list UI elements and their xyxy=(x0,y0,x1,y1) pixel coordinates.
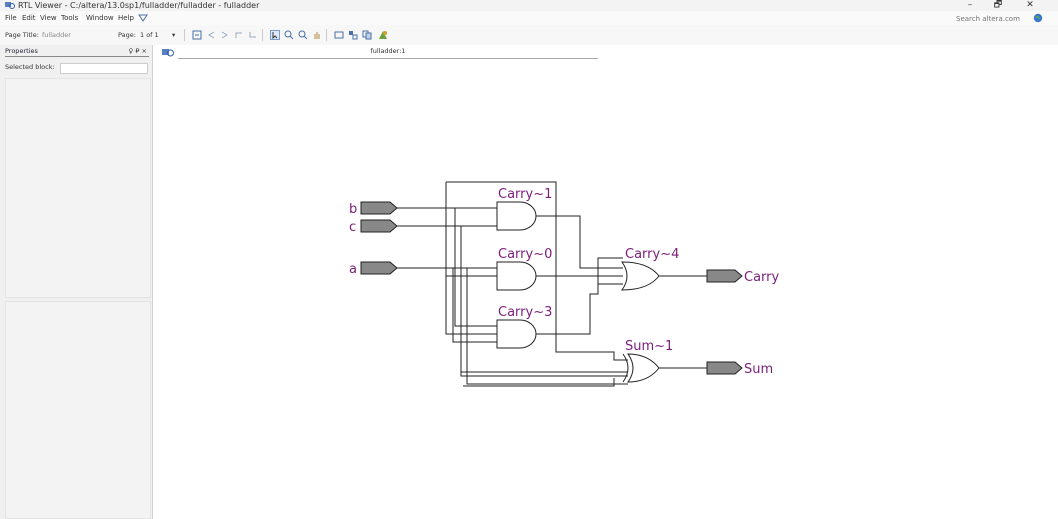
toolbar: Page Title: fulladder Page: 1 of 1 ▾ xyxy=(0,25,1058,46)
wires xyxy=(397,181,707,387)
wire-feedback-box xyxy=(445,181,628,361)
toolbar-divider xyxy=(326,29,327,41)
properties-header: Properties ♀ ₽ × xyxy=(5,47,149,57)
gate-sum-1[interactable] xyxy=(622,353,660,383)
menu-file[interactable]: File xyxy=(5,14,17,22)
selected-block-label: Selected block: xyxy=(5,63,55,71)
copy-icon[interactable] xyxy=(362,30,372,40)
wire-a xyxy=(397,267,628,385)
minimize-button[interactable]: – xyxy=(967,0,973,10)
hierarchy-down-icon[interactable] xyxy=(248,30,258,40)
input-port-b[interactable] xyxy=(360,201,398,215)
port-label-carry: Carry xyxy=(744,270,780,285)
close-button[interactable]: ✕ xyxy=(1026,0,1034,10)
zoom-out-icon[interactable] xyxy=(298,30,308,40)
gate-label-carry-4: Carry~4 xyxy=(625,247,679,262)
back-icon[interactable] xyxy=(206,30,216,40)
wire-carry1-out xyxy=(535,215,623,269)
gate-carry-0[interactable] xyxy=(496,261,537,291)
wire-carry3-out xyxy=(535,257,623,335)
gate-carry-3[interactable] xyxy=(496,319,537,349)
menu-window[interactable]: Window xyxy=(86,14,114,22)
properties-window-controls[interactable]: ♀ ₽ × xyxy=(128,47,147,55)
help-pointer-icon[interactable] xyxy=(138,13,148,23)
tab-fulladder[interactable]: fulladder:1 xyxy=(178,45,598,59)
hierarchy-up-icon[interactable] xyxy=(234,30,244,40)
tab-bar xyxy=(153,45,1058,60)
tab-label: fulladder:1 xyxy=(370,47,406,55)
hand-tool-icon[interactable] xyxy=(312,30,322,40)
port-label-sum: Sum xyxy=(744,362,773,377)
page-label: Page: xyxy=(118,31,136,39)
selection-tool-icon[interactable] xyxy=(270,30,280,40)
netlist-navigator-icon[interactable] xyxy=(348,30,358,40)
toolbar-divider xyxy=(262,29,263,41)
schematic-diagram: Carry~1 Carry~0 Carry~3 Carry~4 Sum~1 b … xyxy=(349,181,780,387)
schematic-canvas[interactable]: Carry~1 Carry~0 Carry~3 Carry~4 Sum~1 b … xyxy=(153,60,1058,519)
title-bar: RTL Viewer - C:/altera/13.0sp1/fulladder… xyxy=(0,0,1058,11)
output-port-carry[interactable] xyxy=(706,269,743,283)
menu-bar: File Edit View Tools Window Help xyxy=(0,11,1058,25)
globe-icon[interactable] xyxy=(1033,13,1043,23)
lower-pane xyxy=(5,301,151,519)
toolbar-divider xyxy=(184,29,185,41)
gate-label-carry-0: Carry~0 xyxy=(498,247,552,262)
page-select[interactable]: 1 of 1 xyxy=(140,31,159,39)
gate-label-carry-3: Carry~3 xyxy=(498,305,552,320)
find-icon[interactable] xyxy=(334,30,344,40)
menu-edit[interactable]: Edit xyxy=(22,14,36,22)
rtl-viewer-tab-icon xyxy=(162,49,174,57)
gate-label-sum-1: Sum~1 xyxy=(625,339,673,354)
wire-sum-loop xyxy=(463,378,615,387)
rtl-viewer-app-icon xyxy=(5,2,15,9)
menu-view[interactable]: View xyxy=(40,14,57,22)
port-label-c: c xyxy=(349,220,356,235)
input-port-a[interactable] xyxy=(360,261,398,275)
selected-block-field[interactable] xyxy=(60,63,148,74)
input-port-c[interactable] xyxy=(360,219,398,233)
go-to-page-icon[interactable] xyxy=(192,30,202,40)
window-title: RTL Viewer - C:/altera/13.0sp1/fulladder… xyxy=(18,1,260,10)
properties-title: Properties xyxy=(5,47,38,55)
port-label-a: a xyxy=(349,262,357,277)
wire-b xyxy=(397,207,497,327)
zoom-in-icon[interactable] xyxy=(284,30,294,40)
forward-icon[interactable] xyxy=(220,30,230,40)
menu-help[interactable]: Help xyxy=(118,14,134,22)
page-dropdown-chevron-icon[interactable]: ▾ xyxy=(172,31,176,39)
page-title-value: fulladder xyxy=(42,31,71,39)
wire-c-lower xyxy=(460,372,628,377)
maximize-button[interactable]: 🗗 xyxy=(993,0,1003,10)
gate-carry-4[interactable] xyxy=(621,261,660,291)
gate-label-carry-1: Carry~1 xyxy=(498,187,552,202)
port-label-b: b xyxy=(349,202,357,217)
technology-map-icon[interactable] xyxy=(378,30,388,40)
gate-carry-1[interactable] xyxy=(496,201,537,231)
menu-tools[interactable]: Tools xyxy=(61,14,79,22)
properties-content xyxy=(5,78,151,298)
page-title-label: Page Title: xyxy=(5,31,39,39)
output-port-sum[interactable] xyxy=(706,361,743,375)
